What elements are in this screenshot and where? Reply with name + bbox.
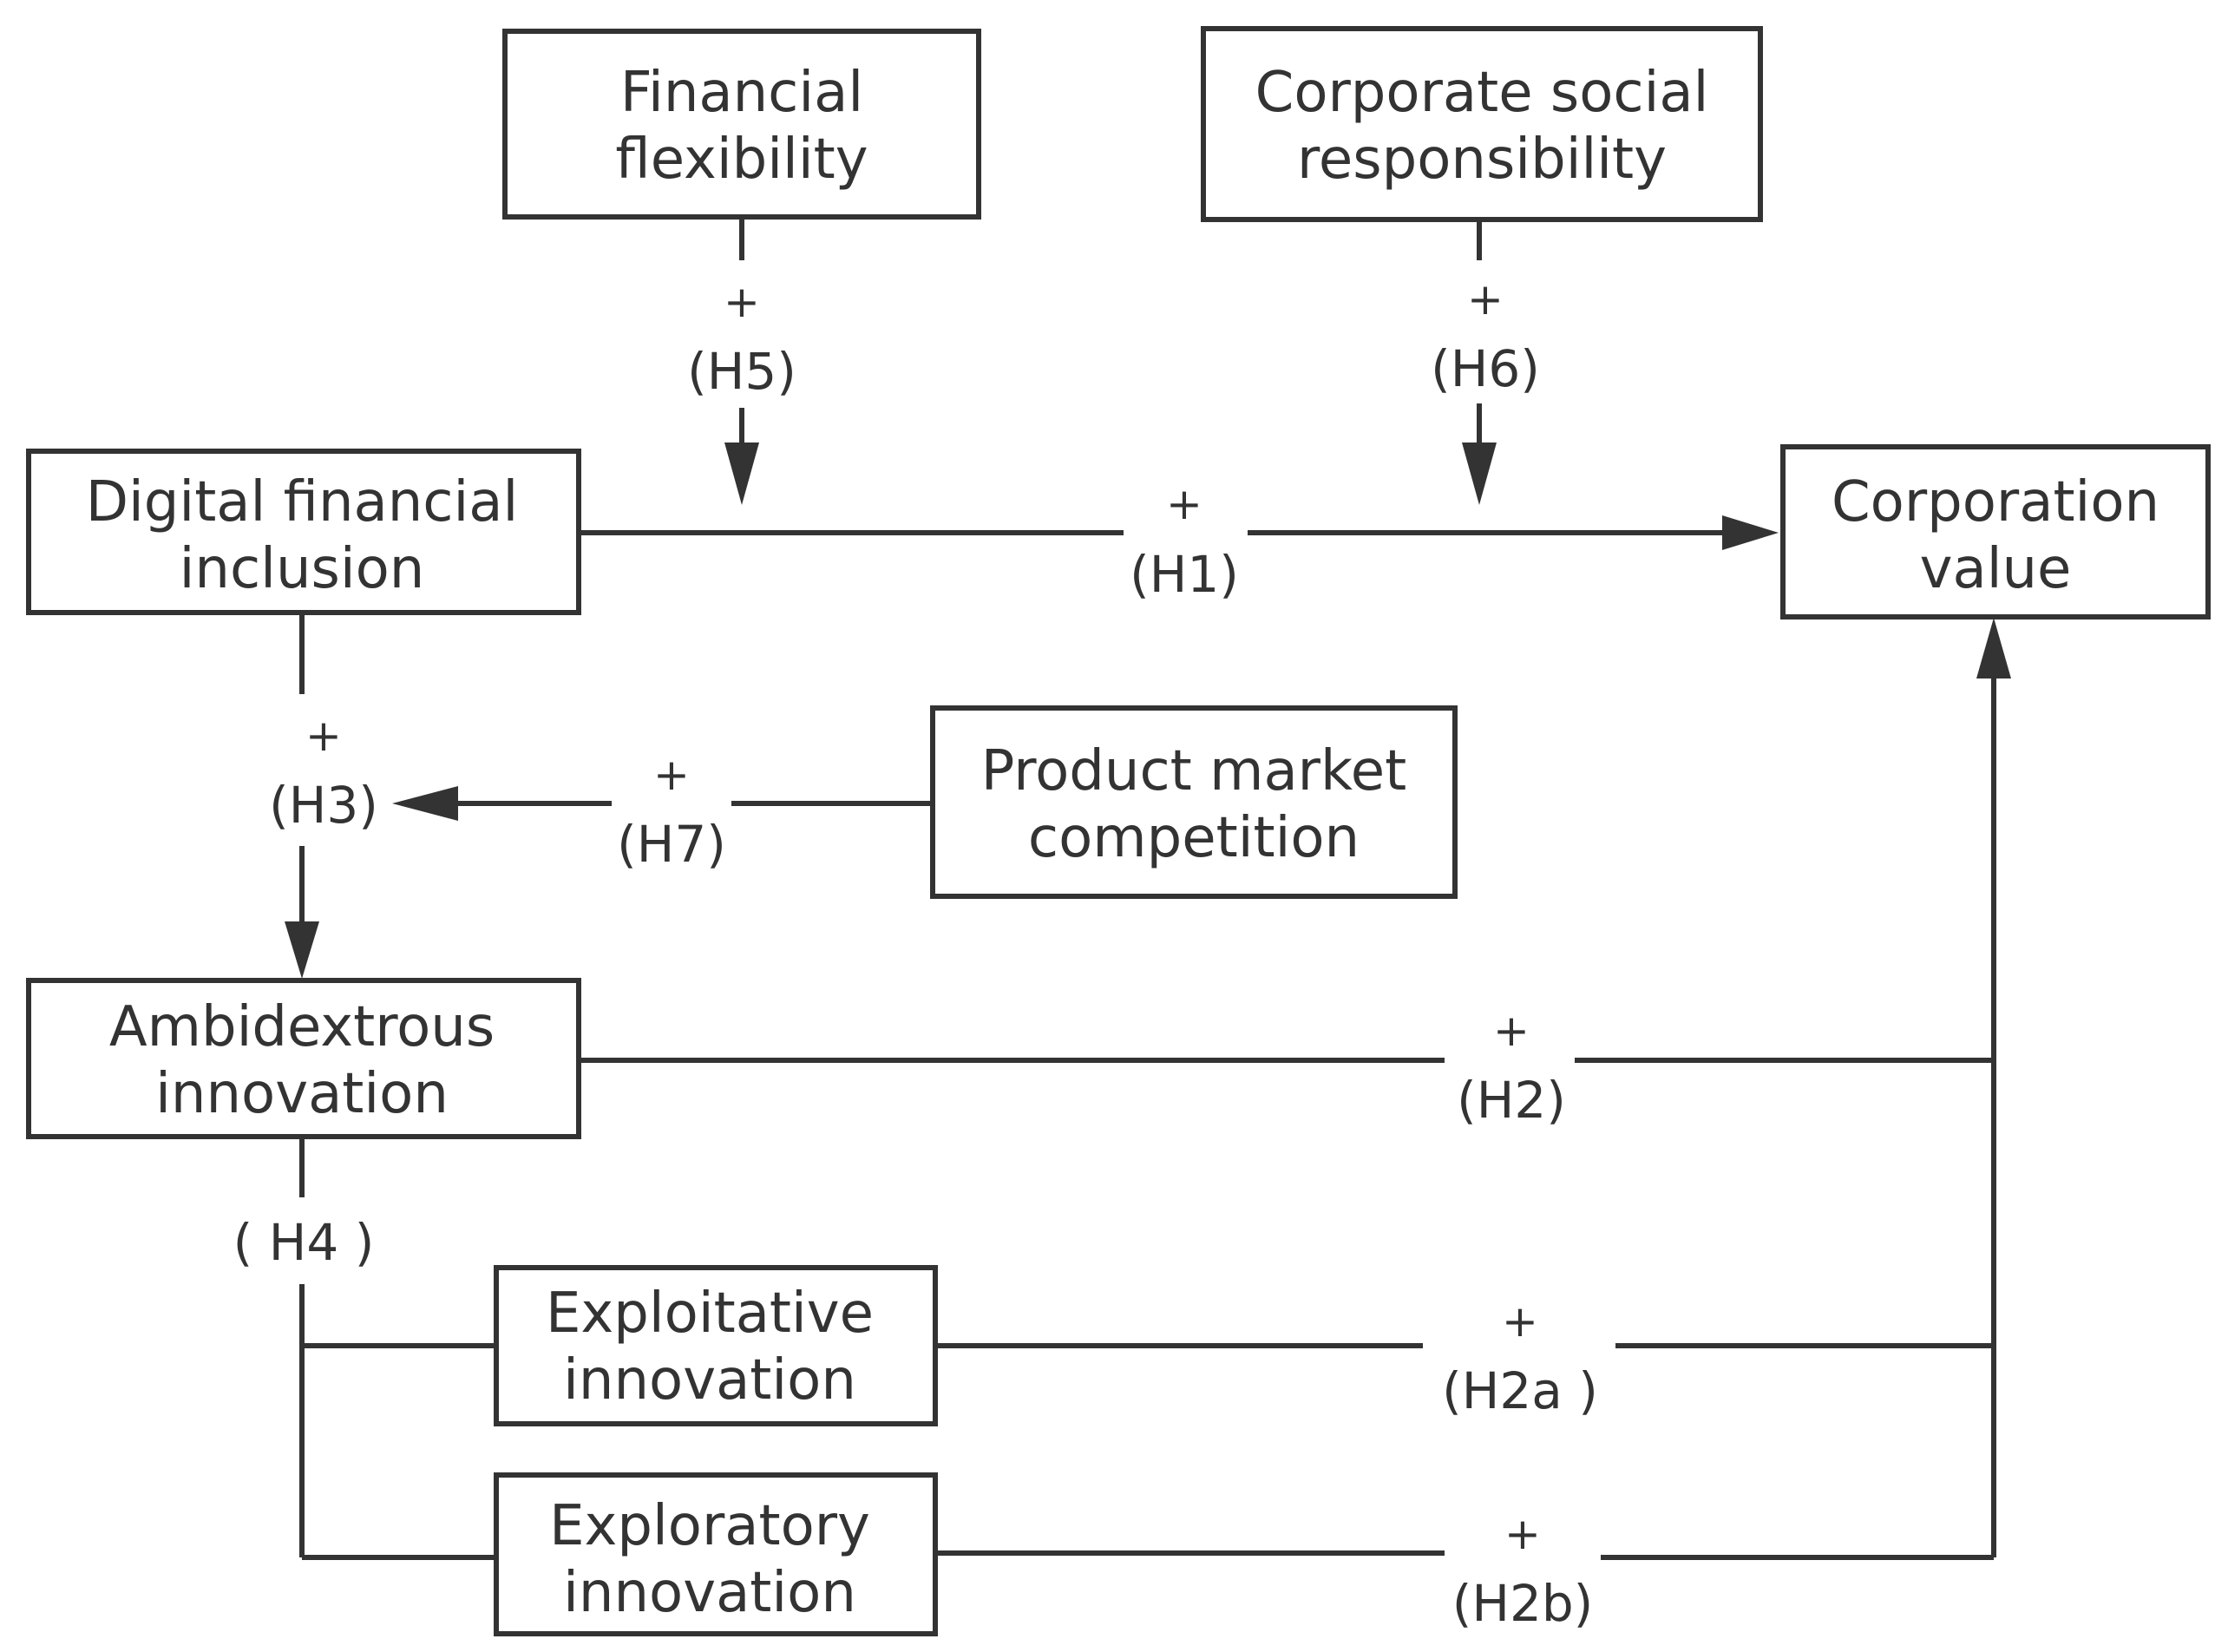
node-label-line: Ambidextrous (109, 995, 495, 1059)
h2-label: (H2) (1457, 1071, 1566, 1130)
h3-sign: + (305, 711, 342, 761)
node-label-line: innovation (563, 1348, 856, 1413)
h5-sign: + (724, 277, 760, 327)
h7-sign: + (653, 750, 690, 800)
arrowhead-h1 (1722, 515, 1779, 550)
node-label-line: Corporate social (1255, 61, 1709, 125)
h2a-sign: + (1502, 1296, 1538, 1347)
node-corporation-value: Corporation value (1780, 444, 2211, 620)
h7-label: (H7) (617, 815, 726, 874)
node-ambidextrous-innovation: Ambidextrous innovation (26, 978, 581, 1139)
arrowhead-h7 (392, 786, 458, 821)
node-product-market-competition: Product market competition (930, 705, 1458, 899)
node-label-line: Exploratory (549, 1494, 870, 1558)
arrowhead-h5 (724, 442, 759, 505)
h2b-sign: + (1504, 1509, 1541, 1559)
node-financial-flexibility: Financial flexibility (502, 29, 981, 220)
node-label-line: innovation (155, 1062, 449, 1126)
node-label-line: value (1920, 537, 2072, 601)
h2a-label: (H2a ) (1442, 1361, 1598, 1420)
node-label-line: Corporation (1832, 470, 2159, 534)
h2b-label: (H2b) (1452, 1574, 1594, 1633)
h6-sign: + (1467, 274, 1504, 324)
node-label-line: competition (1028, 806, 1360, 870)
h4-label: ( H4 ) (233, 1213, 375, 1272)
node-label-line: Financial (620, 61, 863, 125)
arrowhead-value (1976, 618, 2011, 678)
node-label-line: Digital financial (86, 470, 519, 534)
h1-label: (H1) (1130, 545, 1239, 604)
node-label-line: responsibility (1297, 128, 1667, 192)
h3-label: (H3) (269, 776, 378, 835)
h1-sign: + (1166, 479, 1202, 529)
node-digital-financial-inclusion: Digital financial inclusion (26, 449, 581, 615)
node-label-line: flexibility (615, 128, 868, 192)
node-label-line: inclusion (180, 537, 425, 601)
node-label-line: Exploitative (546, 1282, 874, 1346)
node-label-line: innovation (563, 1561, 856, 1625)
node-exploitative-innovation: Exploitative innovation (494, 1265, 938, 1426)
node-exploratory-innovation: Exploratory innovation (494, 1472, 938, 1636)
h5-label: (H5) (687, 342, 796, 401)
node-corporate-social-responsibility: Corporate social responsibility (1201, 26, 1763, 222)
h6-label: (H6) (1431, 339, 1540, 398)
arrowhead-h3 (285, 921, 319, 979)
h2-sign: + (1493, 1006, 1530, 1056)
node-label-line: Product market (981, 739, 1406, 803)
arrowhead-h6 (1462, 442, 1497, 505)
